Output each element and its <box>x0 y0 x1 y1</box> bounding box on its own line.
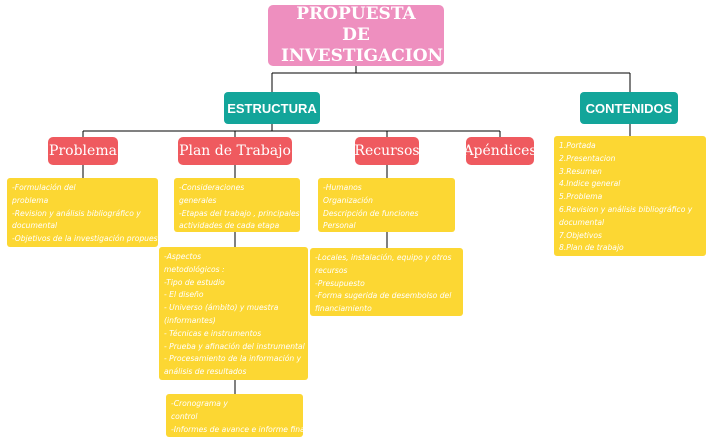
contenidos-item: 7.Objetivos <box>559 230 603 240</box>
contenidos-item: 1.Portada <box>559 141 596 150</box>
contenidos-item: 8.Plan de trabajo <box>559 243 624 253</box>
plan-item: control <box>171 411 198 421</box>
plan-item: -Etapas del trabajo , principales <box>179 208 300 218</box>
recursos-item: -Locales, instalación, equipo y otros <box>315 253 452 262</box>
problema-item: -Objetivos de la investigación propuesta <box>12 234 166 244</box>
recursos-item: Personal <box>323 221 356 231</box>
recursos-item: recursos <box>315 265 348 275</box>
problema-item: problema <box>12 195 49 205</box>
contenidos-item: 6.Revision y análisis bibliográfico y <box>559 204 693 214</box>
recursos-item: -Humanos <box>323 183 362 192</box>
problema-item: -Revision y análisis bibliográfico y <box>12 208 141 218</box>
recursos-box-locales: -Locales, instalación, equipo y otros re… <box>310 248 463 316</box>
contenidos-item: 2.Presentacion <box>559 153 616 163</box>
plan-item: generales <box>179 195 217 205</box>
recursos-item: -Forma sugerida de desembolso del <box>315 291 452 301</box>
plan-item: - Procesamiento de la información y <box>164 354 302 364</box>
contenidos-item: 4.Indice general <box>559 179 621 189</box>
plan-item: -Aspectos <box>164 252 202 261</box>
contenidos-box: 1.Portada 2.Presentacion 3.Resumen 4.Ind… <box>554 136 706 256</box>
plan-item: -Tipo de estudio <box>164 277 225 287</box>
recursos-item: -Presupuesto <box>315 278 365 288</box>
root-title: PROPUESTA DE INVESTIGACION <box>268 4 444 66</box>
plan-item: actividades de cada etapa <box>179 221 280 231</box>
recursos-item: financiamiento <box>315 304 372 314</box>
plan-box-consideraciones: -Consideraciones generales -Etapas del t… <box>174 178 300 232</box>
plan-item: (informantes) <box>164 315 216 325</box>
contenidos-node: CONTENIDOS <box>580 92 678 124</box>
plan-item: metodológicos : <box>164 264 225 274</box>
recursos-item: Organización <box>323 195 373 205</box>
plan-item: - Universo (ámbito) y muestra <box>164 303 279 313</box>
recursos-item: Descripción de funciones <box>323 208 419 218</box>
plan-box-cronograma: -Cronograma y control -Informes de avanc… <box>166 394 307 437</box>
problema-node: Problema <box>48 137 118 165</box>
recursos-box-humanos: -Humanos Organización Descripción de fun… <box>318 178 455 232</box>
plan-item: -Cronograma y <box>171 399 228 408</box>
estructura-node: ESTRUCTURA <box>224 92 320 124</box>
plan-item: -Consideraciones <box>179 183 245 192</box>
problema-box: -Formulación del problema -Revision y an… <box>7 178 166 247</box>
problema-item: documental <box>12 221 58 231</box>
plan-item: - El diseño <box>164 290 204 300</box>
plan-de-trabajo-node: Plan de Trabajo <box>178 137 292 165</box>
contenidos-item: 3.Resumen <box>559 166 602 176</box>
contenidos-item: 5.Problema <box>559 192 603 202</box>
plan-item: - Prueba y afinación del instrumental <box>164 341 305 351</box>
plan-item: análisis de resultados <box>164 367 247 377</box>
apendices-node: Apéndices <box>463 137 537 165</box>
plan-box-aspectos: -Aspectos metodológicos : -Tipo de estud… <box>159 247 308 380</box>
recursos-node: Recursos <box>354 137 420 165</box>
problema-item: -Formulación del <box>12 183 76 192</box>
contenidos-item: documental <box>559 217 605 227</box>
plan-item: - Técnicas e instrumentos <box>164 328 262 338</box>
plan-item: -Informes de avance e informe final <box>171 424 307 434</box>
